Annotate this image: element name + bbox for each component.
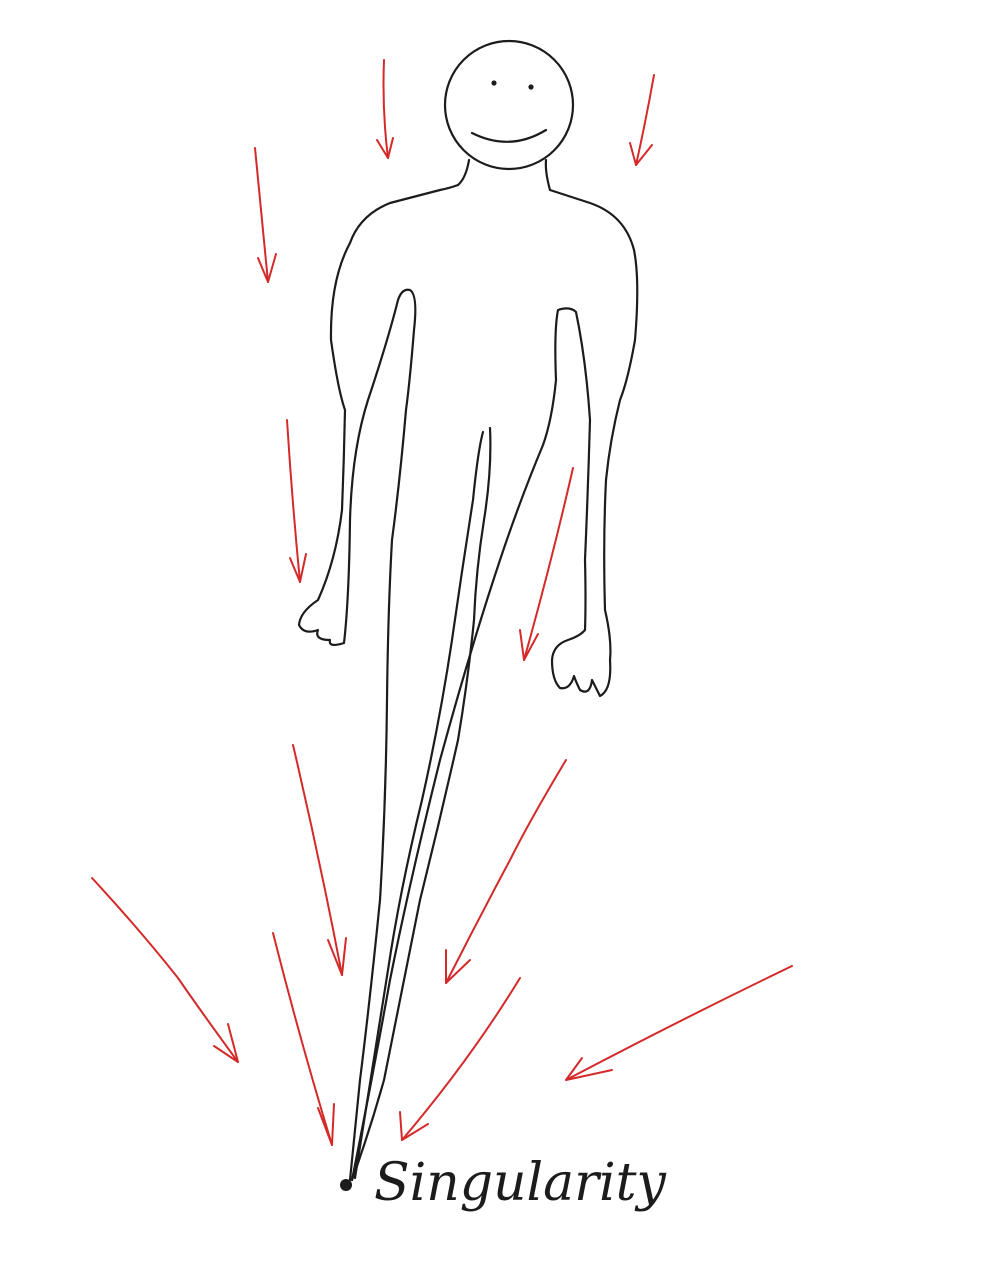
torso-and-arms-outline bbox=[297, 188, 442, 1182]
arrow bbox=[272, 932, 335, 1146]
arrow bbox=[292, 744, 347, 976]
arrow bbox=[445, 759, 567, 984]
figure-head bbox=[443, 39, 575, 171]
singularity-label: Singularity bbox=[374, 1153, 667, 1213]
arrow bbox=[629, 74, 655, 166]
left-eye bbox=[491, 80, 497, 86]
gravity-arrows bbox=[91, 59, 793, 1146]
singularity-point bbox=[340, 1179, 352, 1191]
arrow bbox=[376, 59, 394, 159]
right-leg bbox=[350, 426, 492, 1182]
left-leg bbox=[353, 430, 485, 1180]
arrow bbox=[91, 877, 239, 1063]
arrow bbox=[254, 147, 277, 283]
neck-left bbox=[438, 158, 471, 192]
stretched-figure bbox=[297, 39, 639, 1191]
arrow bbox=[565, 965, 793, 1081]
smile bbox=[470, 128, 548, 143]
right-eye bbox=[528, 84, 534, 90]
arrow bbox=[399, 977, 521, 1141]
arrow bbox=[519, 467, 574, 661]
neck-right bbox=[544, 158, 552, 192]
arrow bbox=[286, 419, 307, 583]
right-torso-outline bbox=[350, 188, 639, 1182]
